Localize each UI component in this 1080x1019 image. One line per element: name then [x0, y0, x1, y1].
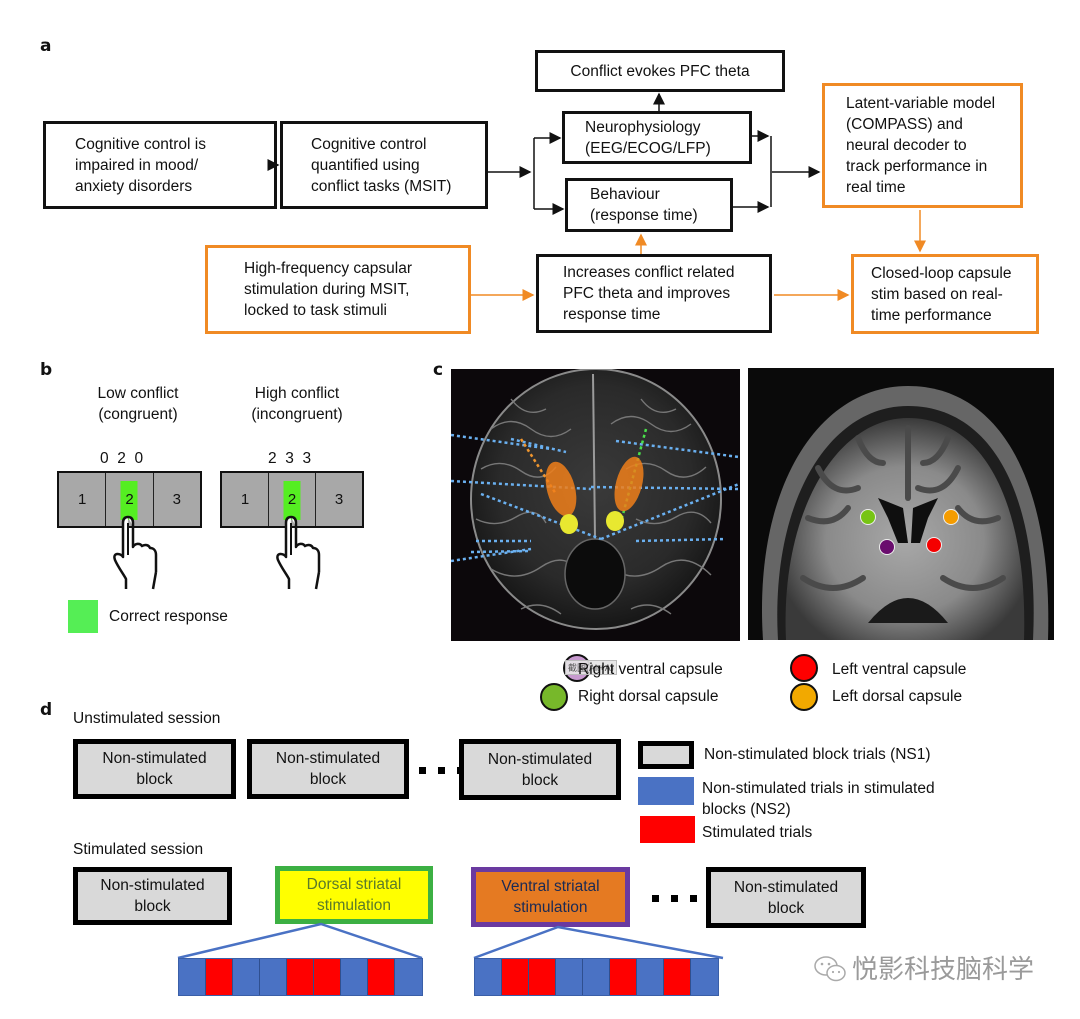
- key-3: 3: [334, 491, 344, 508]
- ventral-zoom-lines: [473, 925, 724, 960]
- box-hf-stimulation-text: High-frequency capsular stimulation duri…: [244, 260, 413, 319]
- low-conflict-keypad: 1 2 3: [57, 471, 202, 528]
- correct-response-swatch: [68, 600, 98, 633]
- stimulated-trial: [206, 959, 233, 995]
- key-1: 1: [59, 473, 107, 526]
- key-1: 1: [222, 473, 269, 526]
- box-impaired: Cognitive control is impaired in mood/ a…: [43, 121, 277, 209]
- non-stimulated-trial: [556, 959, 583, 995]
- box-latent-model-text: Latent-variable model (COMPASS) and neur…: [846, 95, 996, 196]
- non-stimulated-trial: [637, 959, 664, 995]
- stim-session-last-block: Non-stimulated block: [706, 867, 866, 928]
- wechat-icon: [813, 955, 847, 983]
- left-ventral-legend-label: Left ventral capsule: [832, 661, 967, 678]
- correct-response-highlight: [283, 481, 301, 520]
- dorsal-trial-sequence: [178, 958, 423, 996]
- ns2-legend-label: Non-stimulated trials in stimulated bloc…: [702, 780, 935, 818]
- unstim-block-3: Non-stimulated block: [459, 739, 621, 800]
- unstimulated-session-title: Unstimulated session: [73, 710, 221, 727]
- mri-image: [761, 386, 1049, 640]
- box-impaired-text: Cognitive control is impaired in mood/ a…: [75, 135, 206, 195]
- left-dorsal-legend-label: Left dorsal capsule: [832, 688, 963, 705]
- box-quantified-text: Cognitive control quantified using confl…: [311, 135, 452, 195]
- box-closed-loop-text: Closed-loop capsule stim based on real- …: [871, 264, 1012, 324]
- right-dorsal-legend-label: Right dorsal capsule: [578, 688, 719, 705]
- ellipsis-dots: [652, 895, 697, 902]
- right-ventral-legend-label: Right ventral capsule: [578, 661, 723, 678]
- unstim-block-2: Non-stimulated block: [247, 739, 409, 799]
- panel-label-a: a: [40, 36, 52, 56]
- box-latent-model: Latent-variable model (COMPASS) and neur…: [822, 83, 1023, 208]
- correct-response-label: Correct response: [109, 608, 228, 625]
- correct-response-highlight: [120, 481, 138, 520]
- brain-3d-image: [451, 369, 740, 630]
- ns1-legend-swatch: [638, 741, 694, 769]
- box-conflict-theta-text: Conflict evokes PFC theta: [570, 62, 750, 80]
- right-ventral-marker: [879, 539, 895, 555]
- stim-session-first-block: Non-stimulated block: [73, 867, 232, 925]
- non-stimulated-trial: [233, 959, 260, 995]
- non-stimulated-trial: [395, 959, 422, 995]
- ventral-stimulation-block: Ventral striatal stimulation: [471, 867, 630, 927]
- stimulated-trial: [610, 959, 637, 995]
- mri-coronal-slice: [748, 368, 1054, 640]
- stimulated-trial: [502, 959, 529, 995]
- box-neurophysiology: Neurophysiology (EEG/ECOG/LFP): [562, 111, 752, 164]
- non-stimulated-trial: [691, 959, 718, 995]
- non-stimulated-trial: [583, 959, 610, 995]
- panel-label-d: d: [40, 700, 53, 720]
- stimulated-trial: [368, 959, 395, 995]
- brain-3d-render: [451, 369, 740, 641]
- unstim-block-1: Non-stimulated block: [73, 739, 236, 799]
- dorsal-zoom-lines: [177, 922, 423, 960]
- right-dorsal-legend-swatch: [540, 683, 568, 711]
- key-2: 2: [269, 473, 316, 526]
- stimulated-trial: [664, 959, 691, 995]
- stimulated-trial: [529, 959, 556, 995]
- box-closed-loop: Closed-loop capsule stim based on real- …: [851, 254, 1039, 334]
- box-conflict-theta: Conflict evokes PFC theta: [535, 50, 785, 92]
- box-quantified: Cognitive control quantified using confl…: [280, 121, 488, 209]
- stim-legend-swatch: [640, 816, 695, 843]
- left-dorsal-legend-swatch: [790, 683, 818, 711]
- low-conflict-stimulus: 0 2 0: [100, 450, 144, 467]
- low-conflict-title: Low conflict (congruent): [97, 385, 179, 423]
- box-hf-stimulation: High-frequency capsular stimulation duri…: [205, 245, 471, 334]
- left-dorsal-marker: [943, 509, 959, 525]
- box-increases-theta-text: Increases conflict related PFC theta and…: [563, 264, 735, 323]
- ellipsis-dots: [419, 767, 464, 774]
- high-conflict-stimulus: 2 3 3: [268, 450, 312, 467]
- key-3: 3: [172, 491, 181, 508]
- non-stimulated-trial: [179, 959, 206, 995]
- ventral-trial-sequence: [474, 958, 719, 996]
- ns1-legend-label: Non-stimulated block trials (NS1): [704, 746, 931, 763]
- non-stimulated-trial: [341, 959, 368, 995]
- box-behaviour: Behaviour (response time): [565, 178, 733, 232]
- ns2-legend-swatch: [638, 777, 694, 805]
- screenshot-tooltip-badge: 截图(Alt+A): [565, 660, 617, 675]
- dorsal-stimulation-block: Dorsal striatal stimulation: [275, 866, 433, 924]
- non-stimulated-trial: [260, 959, 287, 995]
- stimulated-trial: [287, 959, 314, 995]
- high-conflict-keypad: 1 2 3: [220, 471, 364, 528]
- left-ventral-marker: [926, 537, 942, 553]
- panel-label-c: c: [433, 360, 444, 380]
- stimulated-trial: [314, 959, 341, 995]
- stim-legend-label: Stimulated trials: [702, 824, 813, 841]
- box-neurophysiology-text: Neurophysiology (EEG/ECOG/LFP): [585, 118, 711, 157]
- key-2: 2: [106, 473, 154, 526]
- box-increases-theta: Increases conflict related PFC theta and…: [536, 254, 772, 333]
- right-dorsal-marker: [860, 509, 876, 525]
- non-stimulated-trial: [475, 959, 502, 995]
- stimulated-session-title: Stimulated session: [73, 841, 204, 858]
- left-ventral-legend-swatch: [790, 654, 818, 682]
- box-behaviour-text: Behaviour (response time): [590, 186, 698, 224]
- high-conflict-title: High conflict (incongruent): [251, 385, 343, 423]
- panel-label-b: b: [40, 360, 53, 380]
- watermark-text: 悦影科技脑科学: [852, 955, 1035, 985]
